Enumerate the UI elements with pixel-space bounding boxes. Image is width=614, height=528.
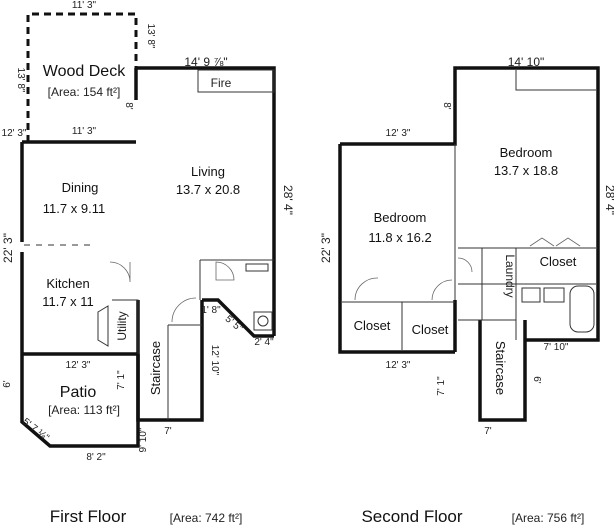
- dining-label: Dining: [62, 180, 99, 195]
- second-dim-bath: 7' 10": [544, 342, 569, 353]
- fire-label: Fire: [211, 76, 232, 90]
- bath-dim-c: 2' 4": [254, 337, 274, 348]
- second-dim-stair-left: 7' 1": [436, 376, 447, 396]
- deck-dim-left: 13' 8": [15, 68, 26, 93]
- first-floor-caption: First Floor: [50, 507, 127, 526]
- patio-label: Patio: [60, 384, 97, 401]
- living-dim-right: 28' 4": [281, 185, 295, 215]
- kitchen-size: 11.7 x 11: [42, 294, 94, 309]
- bed-left-label: Bedroom: [374, 210, 427, 225]
- second-dim-stair-right: 6': [531, 376, 542, 384]
- second-outer-top: [340, 66, 600, 342]
- sink2-fixture: [543, 287, 565, 303]
- patio-dim-bottom: 8' 2": [86, 452, 106, 463]
- second-floor-area: [Area: 756 ft²]: [512, 511, 585, 525]
- bed-left-door: [354, 277, 379, 301]
- bed-right-label: Bedroom: [500, 145, 553, 160]
- staircase-walls: [136, 300, 204, 422]
- patio-dim-diag: 5' 7 ⅛": [20, 416, 51, 444]
- drain-fixture: [257, 315, 269, 327]
- fireplace-box: [197, 69, 275, 93]
- second-outer-left: [338, 144, 455, 354]
- bed-right-dim-right: 28' 4": [603, 185, 614, 215]
- second-stair-walls: [478, 320, 527, 422]
- laundry-label: Laundry: [503, 254, 517, 297]
- dining-size: 11.7 x 9.11: [43, 201, 105, 216]
- bathtub-fixture: [569, 285, 595, 333]
- second-floor-left-dim: 22' 3": [319, 233, 333, 263]
- closet-dividers: [342, 301, 455, 350]
- patio-dim-top: 12' 3": [66, 360, 91, 371]
- bed-right-size: 13.7 x 18.8: [494, 163, 558, 178]
- bath-walls: [202, 298, 274, 338]
- first-staircase-label: Staircase: [148, 341, 163, 395]
- stair-inner: [167, 324, 202, 420]
- wood-deck-area: [Area: 154 ft²]: [48, 85, 121, 99]
- utility-label: Utility: [115, 311, 129, 340]
- stair-dim-bottom: 7': [164, 426, 172, 437]
- sink-fixture: [245, 263, 269, 272]
- wood-deck-outline: [26, 12, 138, 142]
- kitchen-label: Kitchen: [46, 276, 89, 291]
- patio-area: [Area: 113 ft²]: [48, 403, 120, 417]
- closet-door: [431, 279, 453, 301]
- bed-left-size: 11.8 x 16.2: [368, 230, 431, 245]
- dining-dim-left: 12' 3": [2, 128, 27, 139]
- utility-box: [112, 299, 139, 354]
- bath-dim-d: 12' 10": [209, 345, 220, 376]
- deck-dim-right: 13' 8": [145, 24, 156, 49]
- closet-1-label: Closet: [354, 318, 391, 333]
- bed-left-dim-top: 12' 3": [386, 128, 411, 139]
- first-floor-left-dim: 22' 3": [1, 233, 15, 263]
- second-dim-bottom-left: 12' 3": [386, 360, 411, 371]
- living-label: Living: [191, 164, 225, 179]
- bath-dim-a: 1' 8": [201, 305, 221, 316]
- closet-2-label: Closet: [412, 322, 449, 337]
- wood-deck-label: Wood Deck: [43, 63, 126, 80]
- first-floor-area: [Area: 742 ft²]: [170, 511, 243, 525]
- laundry-bath-walls: [458, 247, 596, 340]
- closet-3-label: Closet: [540, 254, 577, 269]
- deck-dim-inner: 8': [123, 102, 134, 110]
- patio-dim-left: 6': [2, 380, 13, 388]
- bed-right-dim-top: 14' 10": [508, 55, 545, 69]
- living-size: 13.7 x 20.8: [176, 182, 240, 197]
- second-bed-closet-edge: [515, 70, 596, 91]
- second-staircase-label: Staircase: [493, 341, 508, 395]
- bath-door: [215, 261, 235, 281]
- patio-dim-right: 7' 1": [116, 370, 127, 390]
- step-dim: 8': [441, 102, 452, 110]
- toilet-fixture: [521, 287, 541, 303]
- second-dim-stair-bottom: 7': [484, 426, 492, 437]
- stair-door: [171, 297, 197, 323]
- second-floor-caption: Second Floor: [361, 507, 462, 526]
- utility-appliance: [97, 305, 109, 347]
- kitchen-door: [109, 261, 131, 283]
- living-dim-top: 14' 9 ⅞": [184, 55, 227, 69]
- deck-dim-top: 11' 3": [72, 0, 97, 11]
- laundry-door: [457, 257, 473, 273]
- stair-dim-left: 9' 10": [138, 427, 149, 452]
- shower-fixture: [253, 311, 273, 331]
- dining-dim-top: 11' 3": [72, 126, 97, 137]
- closet-bifold: [529, 237, 581, 247]
- bath-dim-b: 5' 5": [223, 314, 245, 335]
- living-walls: [136, 66, 276, 336]
